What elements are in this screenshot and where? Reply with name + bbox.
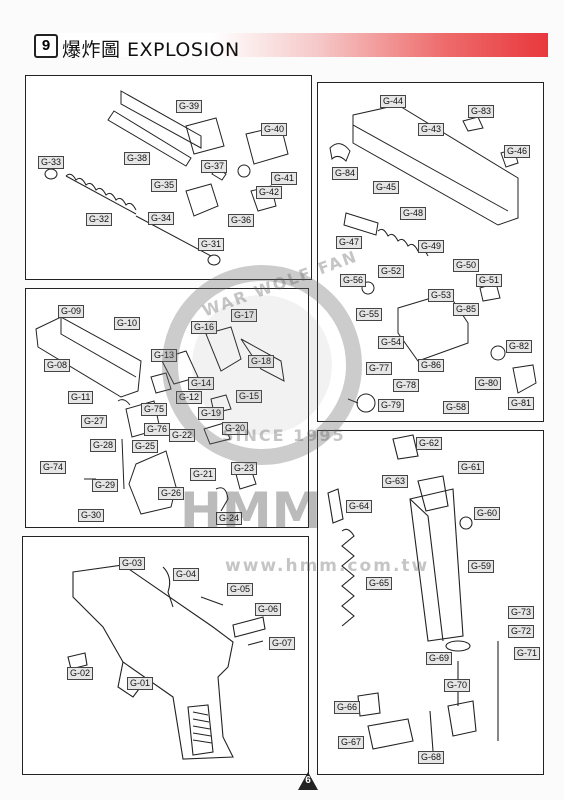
part-label: G-66 (334, 701, 361, 714)
part-label: G-71 (514, 647, 541, 660)
part-label: G-74 (40, 461, 67, 474)
part-label: G-53 (428, 289, 455, 302)
part-label: G-46 (504, 145, 531, 158)
part-label: G-03 (119, 557, 146, 570)
part-label: G-62 (416, 437, 443, 450)
part-label: G-04 (173, 568, 200, 581)
part-label: G-15 (236, 390, 263, 403)
part-label: G-60 (474, 507, 501, 520)
part-label: G-59 (468, 560, 495, 573)
part-label: G-58 (443, 401, 470, 414)
part-label: G-47 (336, 236, 363, 249)
part-label: G-18 (248, 355, 275, 368)
part-label: G-75 (141, 403, 168, 416)
part-label: G-36 (228, 214, 255, 227)
part-label: G-30 (78, 509, 105, 522)
part-label: G-45 (373, 181, 400, 194)
part-label: G-63 (382, 475, 409, 488)
panel-frame-assembly: G-03 G-04 G-05 G-06 G-07 G-02 G-01 (22, 536, 309, 775)
part-label: G-01 (127, 677, 154, 690)
part-label: G-65 (366, 577, 393, 590)
part-label: G-54 (378, 336, 405, 349)
part-label: G-34 (148, 212, 175, 225)
part-label: G-23 (231, 462, 258, 475)
panel-magazine-assembly: G-62 G-61 G-63 G-64 G-60 G-59 G-65 G-73 … (317, 430, 544, 775)
part-label: G-51 (476, 274, 503, 287)
part-label: G-20 (222, 422, 249, 435)
part-label: G-76 (144, 423, 171, 436)
part-label: G-37 (201, 160, 228, 173)
part-label: G-21 (190, 468, 217, 481)
part-label: G-14 (188, 377, 215, 390)
part-label: G-42 (256, 186, 283, 199)
part-label: G-80 (475, 377, 502, 390)
part-label: G-33 (38, 156, 65, 169)
part-label: G-73 (508, 606, 535, 619)
section-title: 爆炸圖 EXPLOSION (62, 39, 240, 61)
part-label: G-70 (444, 679, 471, 692)
part-label: G-02 (67, 667, 94, 680)
part-label: G-40 (261, 123, 288, 136)
part-label: G-72 (508, 625, 535, 638)
part-label: G-83 (468, 105, 495, 118)
part-label: G-85 (453, 303, 480, 316)
part-label: G-19 (198, 407, 225, 420)
part-label: G-26 (158, 487, 185, 500)
page-number-badge: 6 (298, 772, 318, 790)
page-number: 6 (305, 775, 311, 786)
magazine-parts-drawing (327, 434, 499, 752)
part-label: G-61 (458, 461, 485, 474)
part-label: G-07 (269, 637, 296, 650)
part-label: G-82 (506, 340, 533, 353)
part-label: G-25 (132, 440, 159, 453)
part-label: G-41 (271, 172, 298, 185)
part-label: G-29 (92, 479, 119, 492)
part-label: G-49 (418, 240, 445, 253)
part-label: G-77 (366, 362, 393, 375)
part-label: G-50 (453, 259, 480, 272)
part-label: G-09 (58, 305, 85, 318)
part-label: G-17 (231, 309, 258, 322)
part-label: G-44 (380, 95, 407, 108)
section-header-bar (32, 33, 548, 57)
part-label: G-11 (68, 391, 94, 404)
part-label: G-08 (44, 359, 71, 372)
part-label: G-86 (418, 359, 445, 372)
part-label: G-52 (378, 265, 405, 278)
panel-trigger-assembly: G-09 G-10 G-17 G-16 G-08 G-13 G-18 G-14 … (25, 288, 309, 528)
part-label: G-13 (151, 349, 178, 362)
part-label: G-16 (191, 321, 218, 334)
part-label: G-35 (151, 179, 178, 192)
part-label: G-78 (393, 379, 420, 392)
part-label: G-28 (90, 439, 117, 452)
part-label: G-67 (338, 736, 365, 749)
part-label: G-69 (426, 652, 453, 665)
part-label: G-64 (346, 500, 373, 513)
part-label: G-27 (81, 415, 108, 428)
part-label: G-10 (114, 317, 141, 330)
part-label: G-24 (216, 512, 243, 525)
part-label: G-56 (340, 274, 367, 287)
part-label: G-31 (198, 238, 225, 251)
part-label: G-55 (356, 308, 383, 321)
part-label: G-05 (227, 583, 254, 596)
part-label: G-84 (332, 167, 359, 180)
part-label: G-39 (176, 100, 203, 113)
part-label: G-32 (86, 213, 113, 226)
panel-barrel-assembly: G-39 G-40 G-38 G-37 G-41 G-33 G-35 G-42 … (25, 75, 312, 280)
section-number: 9 (34, 34, 58, 58)
frame-parts-drawing (67, 564, 266, 760)
panel-slide-assembly: G-44 G-83 G-43 G-46 G-84 G-45 G-48 G-47 … (317, 82, 544, 422)
part-label: G-38 (124, 152, 151, 165)
part-label: G-48 (400, 207, 427, 220)
part-label: G-81 (508, 397, 535, 410)
part-label: G-06 (255, 603, 282, 616)
part-label: G-79 (378, 399, 405, 412)
part-label: G-43 (418, 123, 445, 136)
part-label: G-68 (418, 751, 445, 764)
part-label: G-12 (176, 391, 203, 404)
part-label: G-22 (169, 429, 196, 442)
barrel-parts-drawing (44, 90, 289, 266)
